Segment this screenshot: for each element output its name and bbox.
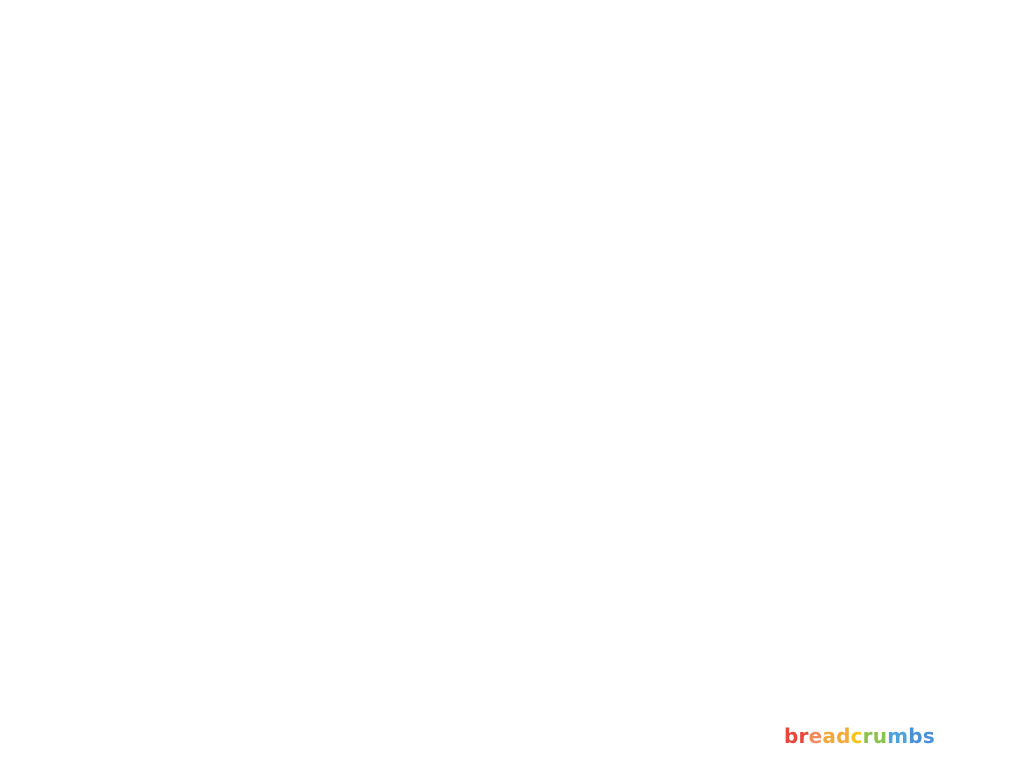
logo-letter: b	[784, 724, 799, 748]
logo-letter: r	[798, 724, 809, 748]
logo-letter: d	[836, 724, 851, 748]
logo-letter: a	[822, 724, 837, 748]
logo-letter: u	[872, 724, 888, 748]
logo-letter: s	[922, 724, 935, 748]
breadcrumbs-logo: breadcrumbs	[784, 724, 935, 748]
logo-letter: m	[887, 724, 909, 748]
logo-letter: c	[850, 724, 863, 748]
logo-letter: b	[908, 724, 923, 748]
logo-letter: e	[808, 724, 823, 748]
logo-letter: r	[862, 724, 873, 748]
